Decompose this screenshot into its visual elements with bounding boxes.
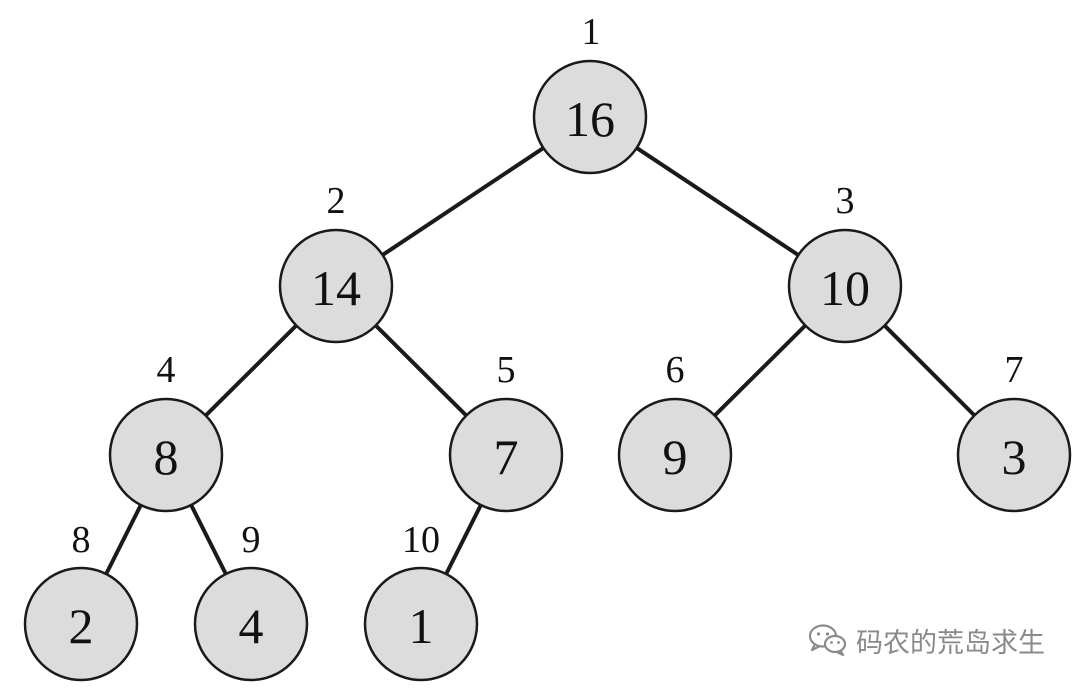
node-value: 3	[1002, 429, 1027, 485]
node-index-label: 8	[72, 519, 91, 561]
tree-node-8: 28	[23, 519, 139, 682]
node-value: 8	[154, 429, 179, 485]
node-index-label: 3	[836, 180, 855, 222]
node-index-label: 10	[402, 519, 440, 561]
node-circle	[532, 59, 648, 175]
node-value: 10	[820, 260, 870, 316]
wechat-icon	[808, 624, 847, 657]
node-circle	[108, 397, 224, 513]
node-circle	[278, 228, 394, 344]
node-index-label: 5	[497, 349, 516, 391]
node-index-label: 1	[582, 11, 601, 53]
tree-node-1: 16 1	[532, 11, 648, 175]
tree-node-10: 1 10	[363, 519, 479, 682]
node-index-label: 2	[327, 180, 346, 222]
node-value: 9	[663, 429, 688, 485]
tree-node-4: 84	[108, 349, 224, 513]
node-value: 7	[494, 429, 519, 485]
node-index-label: 9	[242, 519, 261, 561]
node-value: 14	[311, 260, 361, 316]
watermark-text: 码农的荒岛求生	[856, 627, 1045, 659]
node-circle	[956, 397, 1072, 513]
node-value: 2	[69, 598, 94, 654]
node-index-label: 4	[157, 349, 176, 391]
tree-node-3: 10 3	[787, 180, 903, 344]
tree-node-2: 14 2	[278, 180, 394, 344]
node-circle	[448, 397, 564, 513]
node-value: 4	[239, 598, 264, 654]
node-value: 1	[409, 598, 434, 654]
node-circle	[363, 566, 479, 682]
edges	[79, 115, 1016, 625]
tree-node-9: 49	[193, 519, 309, 682]
watermark: 码农的荒岛求生	[808, 618, 1045, 662]
node-circle	[193, 566, 309, 682]
tree-node-7: 37	[956, 349, 1072, 513]
tree-node-5: 75	[448, 349, 564, 513]
node-index-label: 6	[666, 349, 685, 391]
node-circle	[617, 397, 733, 513]
node-value: 16	[565, 91, 615, 147]
node-circle	[787, 228, 903, 344]
tree-node-6: 96	[617, 349, 733, 513]
node-index-label: 7	[1005, 349, 1024, 391]
node-circle	[23, 566, 139, 682]
